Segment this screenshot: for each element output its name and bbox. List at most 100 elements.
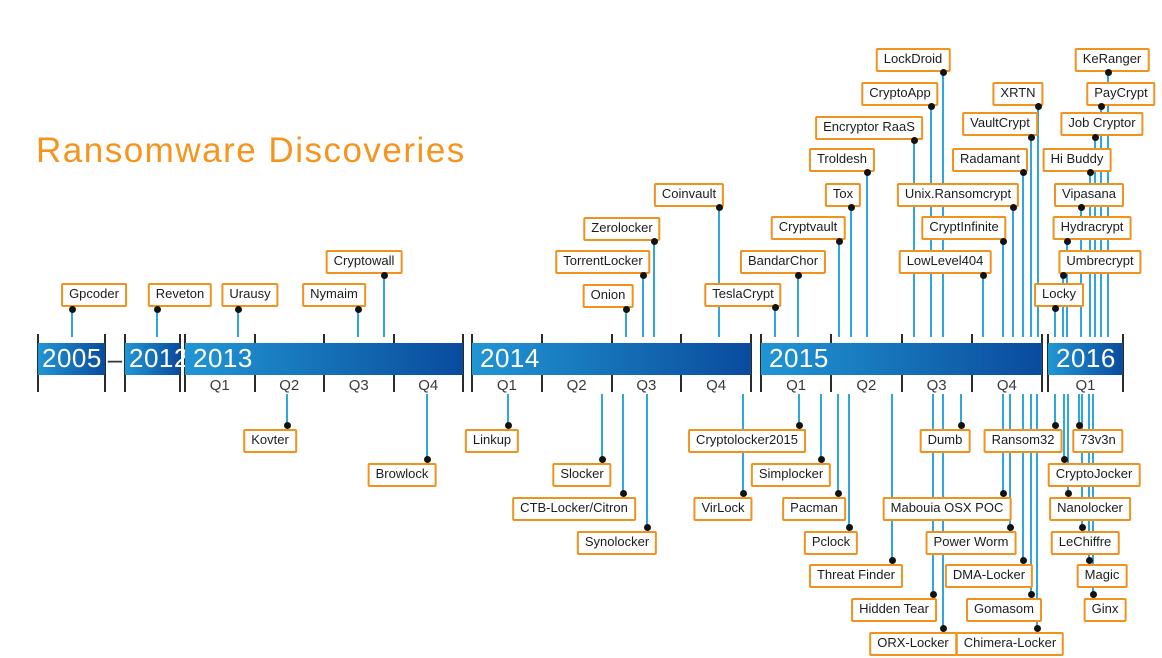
event-label-top: Job Cryptor: [1060, 112, 1144, 136]
year-bar-2016: [1048, 343, 1123, 375]
event-label-bottom: CryptoJocker: [1047, 463, 1141, 487]
event-label-top: Unix.Ransomcrypt: [896, 183, 1020, 207]
quarter-label: Q3: [348, 377, 369, 394]
event-dot: [380, 271, 388, 279]
event-label-bottom: 73v3n: [1072, 429, 1124, 453]
event-stem-line: [1002, 241, 1004, 337]
event-stem-line: [1009, 394, 1011, 527]
event-dot: [1060, 455, 1068, 463]
year-edge-tick: [462, 334, 464, 392]
event-stem-line: [1063, 394, 1065, 459]
year-bar-2005: [38, 343, 105, 375]
event-label-top: Vipasana: [1054, 183, 1124, 207]
event-stem-line: [625, 309, 627, 337]
event-dot: [643, 523, 651, 531]
event-stem-line: [1022, 172, 1024, 337]
event-dot: [715, 203, 723, 211]
event-stem-line: [622, 394, 624, 493]
event-label-bottom: Power Worm: [925, 531, 1017, 555]
event-dot: [650, 237, 658, 245]
event-label-top: Urausy: [221, 283, 279, 307]
event-dot: [771, 303, 779, 311]
event-dot: [1033, 624, 1041, 632]
event-label-top: Cryptowall: [325, 250, 403, 274]
event-label-top: Zerolocker: [583, 217, 661, 241]
event-stem-line: [1081, 394, 1083, 527]
year-edge-tick: [1041, 334, 1043, 392]
year-edge-tick: [750, 334, 752, 392]
event-label-bottom: Browlock: [367, 463, 437, 487]
event-stem-line: [357, 309, 359, 337]
quarter-label: Q3: [636, 377, 657, 394]
event-label-top: KeRanger: [1074, 48, 1150, 72]
event-stem-line: [1054, 394, 1056, 425]
year-label: 2005: [42, 343, 102, 373]
event-label-bottom: Ginx: [1083, 598, 1127, 622]
event-dot: [1085, 556, 1093, 564]
event-stem-line: [507, 394, 509, 425]
event-stem-line: [71, 309, 73, 337]
event-dot: [795, 421, 803, 429]
event-dot: [68, 305, 76, 313]
event-dot: [999, 237, 1007, 245]
event-label-bottom: Nanolocker: [1049, 497, 1131, 521]
year-bar-2015: [761, 343, 1042, 375]
event-stem-line: [1067, 394, 1069, 493]
event-dot: [863, 168, 871, 176]
event-dot: [622, 305, 630, 313]
event-label-top: BandarChor: [739, 250, 827, 274]
event-label-bottom: Kovter: [243, 429, 297, 453]
event-stem-line: [1092, 394, 1094, 594]
event-label-top: Coinvault: [653, 183, 725, 207]
event-label-bottom: Ransom32: [983, 429, 1063, 453]
event-stem-line: [383, 275, 385, 337]
event-stem-line: [646, 394, 648, 527]
event-stem-line: [820, 394, 822, 459]
event-dot: [1063, 237, 1071, 245]
event-dot: [939, 68, 947, 76]
event-stem-line: [982, 275, 984, 337]
quarter-label: Q1: [209, 377, 230, 394]
event-dot: [794, 271, 802, 279]
event-dot: [1091, 133, 1099, 141]
event-label-top: CryptInfinite: [921, 216, 1007, 240]
event-stem-line: [1078, 394, 1080, 425]
quarter-label: Q2: [856, 377, 877, 394]
event-dot: [817, 455, 825, 463]
event-dot: [283, 421, 291, 429]
event-stem-line: [642, 275, 644, 337]
year-label: 2012: [129, 343, 189, 373]
event-label-top: XRTN: [992, 82, 1044, 106]
event-dot: [939, 624, 947, 632]
event-dot: [999, 489, 1007, 497]
event-dot: [1006, 523, 1014, 531]
event-stem-line: [838, 241, 840, 337]
event-dot: [153, 305, 161, 313]
event-label-bottom: Gomasom: [966, 598, 1042, 622]
year-edge-tick: [1122, 334, 1124, 392]
event-stem-line: [913, 140, 915, 337]
event-label-bottom: Mabouia OSX POC: [882, 497, 1012, 521]
event-label-top: Umbrecrypt: [1058, 250, 1142, 274]
event-dot: [1059, 271, 1067, 279]
event-label-bottom: Pacman: [782, 497, 846, 521]
event-dot: [1075, 421, 1083, 429]
event-label-top: TeslaCrypt: [704, 283, 782, 307]
event-label-bottom: Dumb: [919, 429, 971, 453]
event-label-top: VaultCrypt: [962, 112, 1038, 136]
event-label-bottom: Threat Finder: [808, 564, 904, 588]
event-dot: [1089, 590, 1097, 598]
event-label-top: Reveton: [147, 283, 213, 307]
event-dot: [1019, 556, 1027, 564]
event-dot: [1034, 102, 1042, 110]
quarter-label: Q4: [706, 377, 727, 394]
event-dot: [619, 489, 627, 497]
page-title: Ransomware Discoveries: [36, 131, 466, 170]
quarter-label: Q2: [279, 377, 300, 394]
event-label-top: PayCrypt: [1086, 82, 1156, 106]
event-stem-line: [653, 241, 655, 337]
quarter-label: Q4: [996, 377, 1017, 394]
event-label-bottom: VirLock: [693, 497, 753, 521]
event-dot: [504, 421, 512, 429]
